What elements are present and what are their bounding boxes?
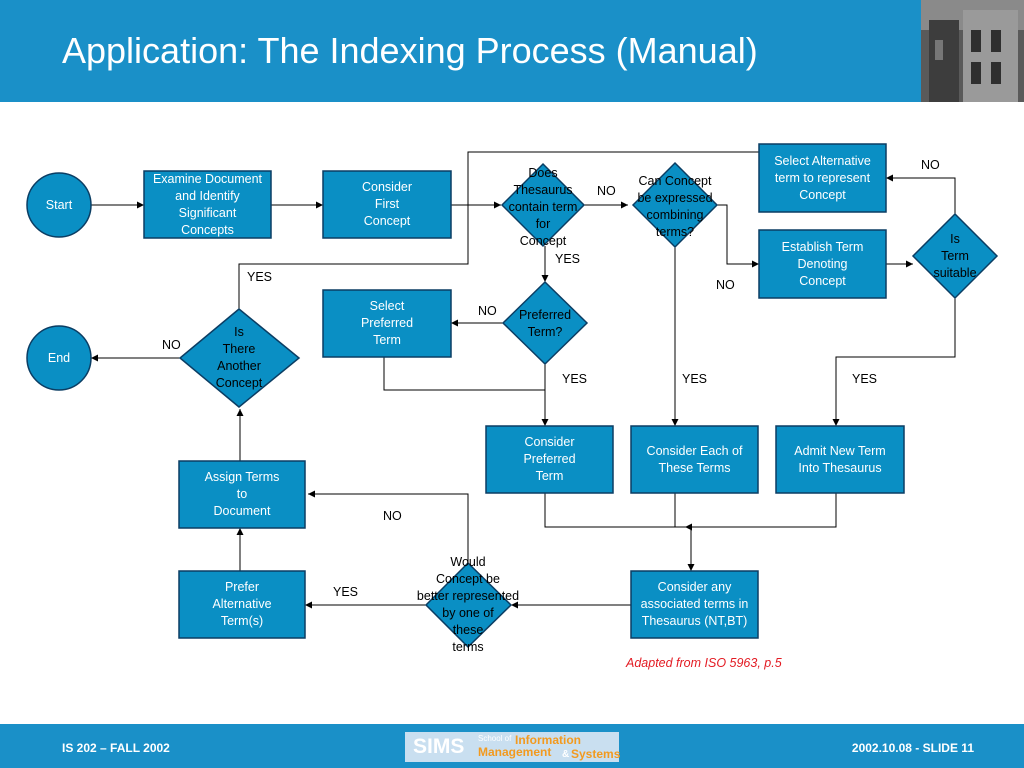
header-bar	[0, 0, 1024, 102]
better-diamond	[424, 561, 513, 649]
footer-course: IS 202 – FALL 2002	[62, 741, 170, 755]
select-alternative-box	[758, 143, 887, 213]
combining-diamond-label: Can Concept be expressed combining terms…	[637, 174, 713, 239]
edge-merge-bottom	[544, 493, 837, 528]
establish-box	[758, 229, 887, 299]
logo-ampersand: &	[562, 749, 570, 760]
another-yes-label: YES	[247, 270, 273, 284]
end-label: End	[47, 350, 71, 365]
thesaurus-diamond	[500, 162, 586, 248]
logo-information: Information	[515, 733, 581, 747]
consider-preferred-box	[485, 425, 614, 494]
combining-no-label: NO	[716, 278, 735, 292]
preferred-diamond	[501, 280, 589, 366]
suitable-yes-label: YES	[852, 372, 878, 386]
building-photo	[921, 0, 1024, 102]
admit-box	[775, 425, 905, 494]
establish-label: Establish Term Denoting Concept	[781, 239, 864, 288]
combining-yes-label: YES	[682, 372, 708, 386]
consider-each-box	[630, 425, 759, 494]
citation: Adapted from ISO 5963, p.5	[626, 656, 782, 670]
consider-any-label: Consider any associated terms in Thesaur…	[640, 580, 749, 628]
another-diamond	[178, 308, 301, 408]
preferred-no-label: NO	[478, 304, 497, 318]
preferred-diamond-label: Preferred Term?	[518, 308, 572, 339]
edge-suitable-yes	[832, 298, 956, 426]
thesaurus-no-label: NO	[597, 184, 616, 198]
examine-box	[143, 170, 272, 239]
logo-management: Management	[478, 745, 552, 759]
edge-combining-no	[717, 204, 759, 268]
footer-slide-number: 2002.10.08 - SLIDE 11	[851, 741, 974, 755]
suitable-diamond-label: Is Term suitable	[933, 231, 977, 280]
select-preferred-box	[322, 289, 452, 358]
examine-label: Examine Document and Identify Significan…	[152, 171, 263, 237]
admit-label: Admit New Term Into Thesaurus	[794, 443, 886, 475]
another-no-label: NO	[162, 338, 181, 352]
assign-box	[178, 460, 306, 529]
start-node	[26, 172, 92, 238]
edge-selectpref-join	[383, 357, 545, 391]
consider-each-label: Consider Each of These Terms	[646, 443, 743, 475]
assign-label: Assign Terms to Document	[204, 470, 280, 518]
thesaurus-diamond-label: Does Thesaurus contain term for Concept	[508, 165, 578, 248]
suitable-diamond	[911, 212, 999, 300]
edge-suitable-no	[886, 174, 956, 214]
start-label: Start	[45, 197, 73, 212]
consider-first-box	[322, 170, 452, 239]
thesaurus-yes-label: YES	[555, 252, 581, 266]
preferred-yes-label: YES	[562, 372, 588, 386]
logo-school-of: School of	[478, 734, 512, 743]
edge-better-no	[308, 490, 469, 563]
another-diamond-label: Is There Another Concept	[215, 325, 263, 390]
select-preferred-label: Select Preferred Term	[360, 299, 414, 347]
sims-logo: SIMS School of Information Management & …	[405, 732, 621, 762]
edge-alternative-loop	[467, 151, 759, 205]
better-yes-label: YES	[333, 585, 359, 599]
better-diamond-label: Would Concept be better represented by o…	[416, 555, 520, 654]
better-no-label: NO	[383, 509, 402, 523]
logo-systems: Systems	[571, 747, 621, 761]
consider-first-label: Consider First Concept	[361, 180, 413, 228]
logo-sims-text: SIMS	[413, 735, 465, 758]
prefer-alt-box	[178, 570, 306, 639]
combining-diamond	[631, 161, 719, 249]
end-node	[26, 325, 92, 391]
select-alternative-label: Select Alternative term to represent Con…	[774, 153, 871, 202]
prefer-alt-label: Prefer Alternative Term(s)	[212, 580, 272, 628]
consider-preferred-label: Consider Preferred Term	[523, 435, 576, 483]
suitable-no-label: NO	[921, 158, 940, 172]
edge-another-yes	[238, 205, 469, 309]
slide-title: Application: The Indexing Process (Manua…	[62, 30, 758, 71]
consider-any-box	[630, 570, 759, 639]
